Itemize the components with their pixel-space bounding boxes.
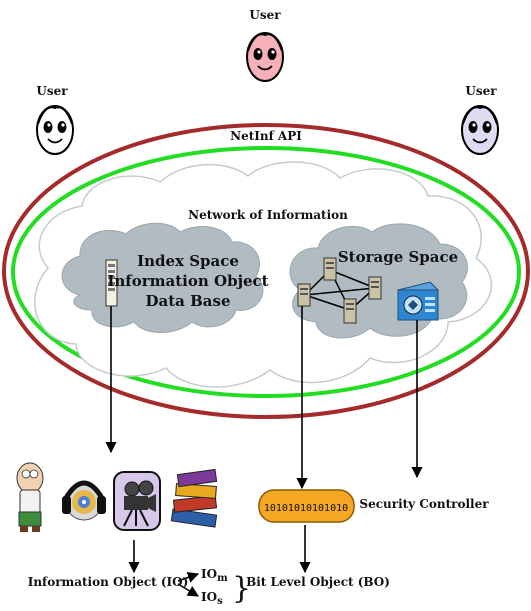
security-appliance-icon bbox=[397, 281, 439, 321]
io-s-label: IOs bbox=[201, 590, 223, 606]
user-right: User bbox=[461, 84, 499, 155]
index-space-database: Data Base bbox=[146, 292, 231, 310]
server-icon bbox=[323, 257, 337, 281]
index-space-title: Index Space bbox=[137, 252, 239, 270]
io-s-subscript: s bbox=[217, 596, 223, 606]
server-icon bbox=[343, 298, 357, 324]
database-server-icon bbox=[105, 259, 118, 307]
books-icon bbox=[170, 468, 218, 528]
network-of-information-label: Network of Information bbox=[188, 208, 348, 222]
io-m-text: IO bbox=[201, 567, 217, 581]
netinf-outer-ring bbox=[2, 123, 530, 419]
headphones-cd-icon bbox=[62, 480, 106, 521]
user-face-icon bbox=[461, 105, 499, 155]
io-m-arrow bbox=[177, 572, 200, 583]
cartoon-character-icon bbox=[16, 462, 44, 532]
netinf-inner-ring bbox=[11, 146, 521, 398]
storage-space-label: Storage Space bbox=[338, 248, 458, 266]
user-top: User bbox=[246, 8, 284, 82]
user-right-label: User bbox=[465, 84, 497, 98]
server-icon bbox=[297, 283, 311, 307]
user-face-icon bbox=[36, 105, 74, 155]
io-s-arrow bbox=[177, 583, 199, 597]
security-controller-label: Security Controller bbox=[359, 497, 489, 511]
user-face-icon bbox=[246, 32, 284, 82]
io-s-text: IO bbox=[201, 590, 217, 604]
user-left: User bbox=[36, 84, 74, 155]
grouping-brace: } bbox=[232, 571, 251, 606]
index-space-subtitle: Information Object bbox=[107, 272, 268, 290]
binary-string: 10101010101010 bbox=[264, 503, 348, 514]
netinf-api-label: NetInf API bbox=[230, 129, 302, 143]
user-left-label: User bbox=[36, 84, 68, 98]
user-top-label: User bbox=[249, 8, 281, 22]
io-m-subscript: m bbox=[217, 573, 228, 584]
binary-data-box bbox=[258, 489, 355, 523]
information-object-label: Information Object (IO) bbox=[28, 575, 189, 589]
movie-camera-icon bbox=[113, 471, 161, 531]
bit-level-object-label: Bit Level Object (BO) bbox=[246, 575, 390, 589]
io-m-label: IOm bbox=[201, 567, 228, 584]
server-icon bbox=[368, 276, 382, 300]
